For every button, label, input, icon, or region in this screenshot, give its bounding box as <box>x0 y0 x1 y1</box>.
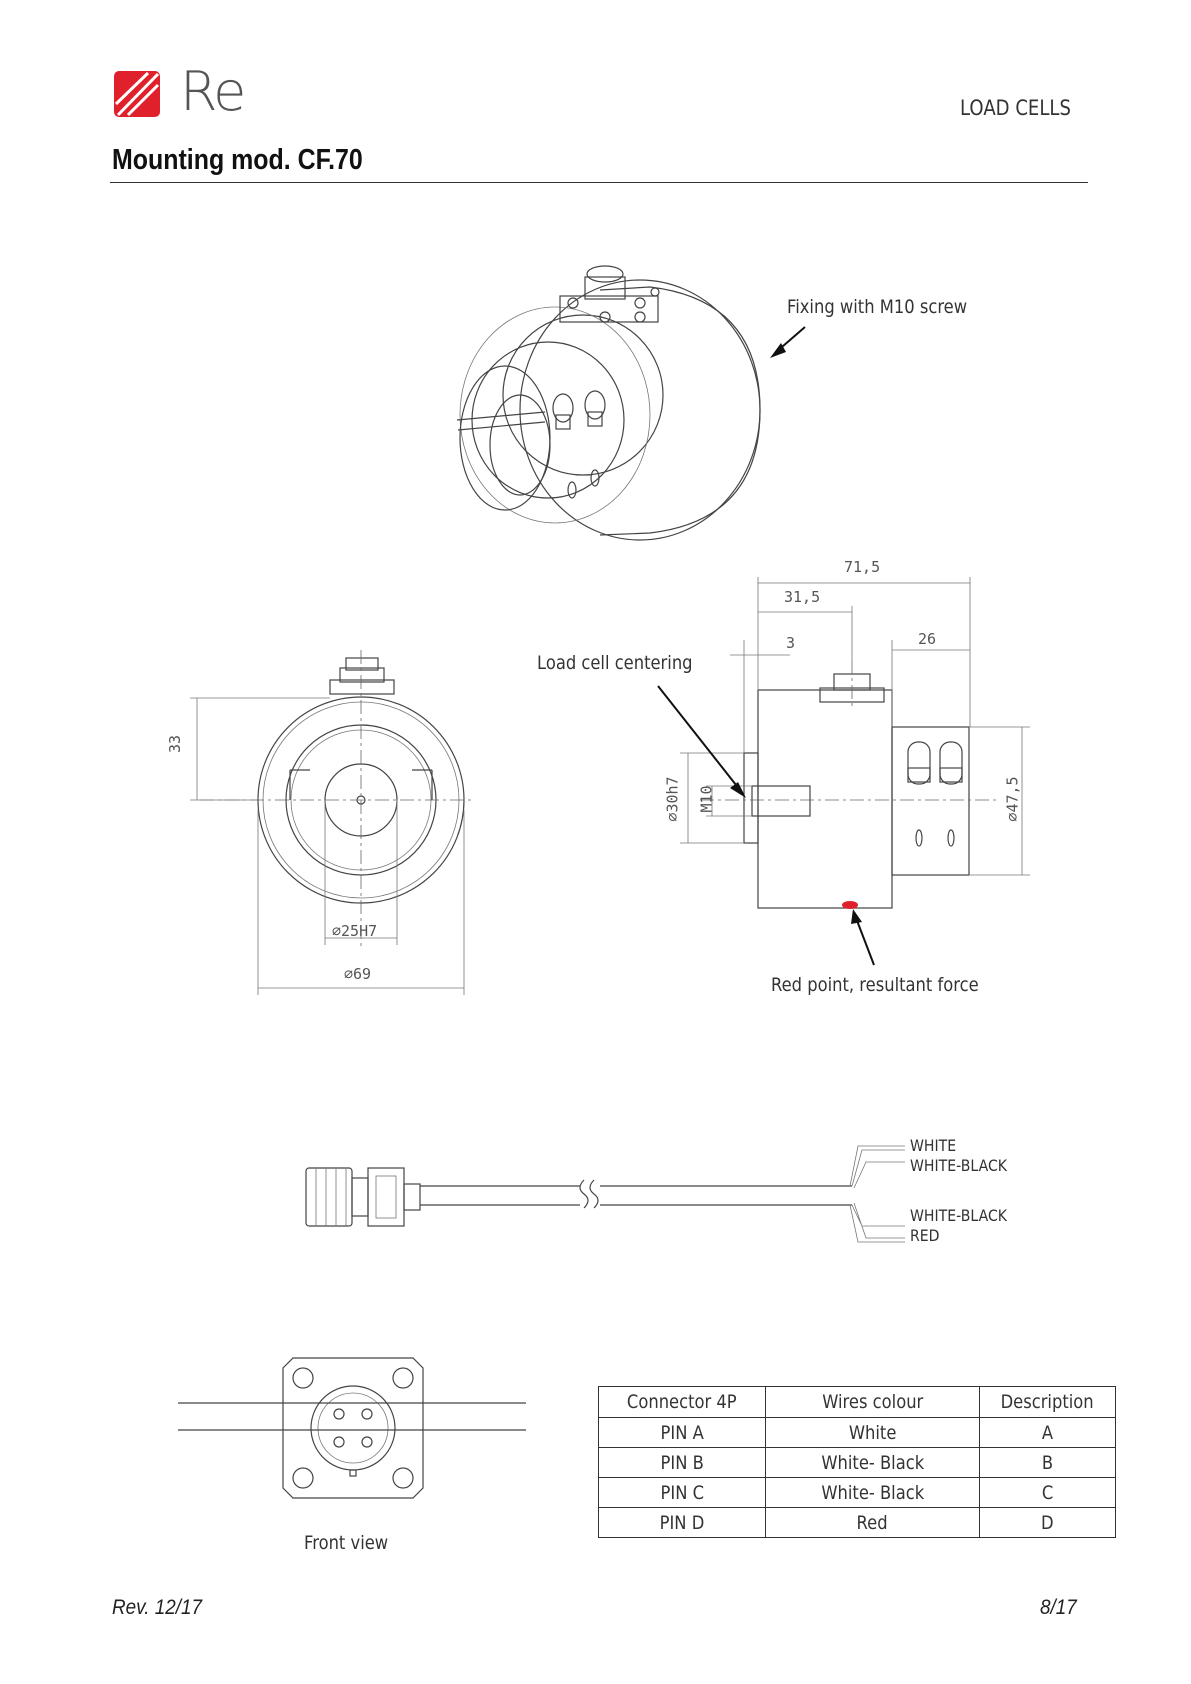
header-wires-colour: Wires colour <box>765 1386 980 1418</box>
table-header-row: Connector 4P Wires colour Description <box>598 1386 1116 1418</box>
section-label: LOAD CELLS <box>960 96 1071 120</box>
table-cell: PIN A <box>598 1417 766 1448</box>
front-view-label: Front view <box>304 1532 389 1554</box>
cable-drawing <box>305 1145 905 1243</box>
header-description: Description <box>979 1386 1116 1418</box>
red-point-note: Red point, resultant force <box>771 974 979 996</box>
dim-length-3: 3 <box>786 634 796 652</box>
dim-height-33: 33 <box>166 734 185 754</box>
table-row: PIN C White- Black C <box>598 1477 1116 1508</box>
table-cell: D <box>979 1507 1116 1538</box>
table-cell: C <box>979 1477 1116 1508</box>
brand-name: Re <box>180 60 246 123</box>
connector-front-view-drawing <box>178 1357 526 1499</box>
revision-label: Rev. 12/17 <box>112 1596 203 1619</box>
table-cell: A <box>979 1417 1116 1448</box>
table-cell: Red <box>765 1507 980 1538</box>
title-rule <box>110 182 1088 183</box>
table-cell: White <box>765 1417 980 1448</box>
iso-view-drawing <box>456 265 761 541</box>
dim-diameter-47: ⌀47,5 <box>1003 776 1022 822</box>
table-row: PIN B White- Black B <box>598 1447 1116 1478</box>
wire-label-1: WHITE <box>910 1136 957 1155</box>
table-cell: PIN B <box>598 1447 766 1478</box>
table-row: PIN D Red D <box>598 1507 1116 1538</box>
dim-length-71: 71,5 <box>844 558 881 576</box>
dim-bore-25: ⌀25H7 <box>332 922 378 940</box>
dim-thread-m10: M10 <box>697 785 716 813</box>
dim-diameter-69: ⌀69 <box>344 965 372 983</box>
pinout-table: Connector 4P Wires colour Description PI… <box>598 1386 1116 1538</box>
wire-label-4: RED <box>910 1226 940 1245</box>
dim-length-31: 31,5 <box>784 588 821 606</box>
page-title: Mounting mod. CF.70 <box>112 144 363 176</box>
table-cell: White- Black <box>765 1477 980 1508</box>
table-cell: White- Black <box>765 1447 980 1478</box>
table-row: PIN A White A <box>598 1417 1116 1448</box>
dim-diameter-30: ⌀30h7 <box>663 776 682 822</box>
page-number: 8/17 <box>1040 1596 1077 1619</box>
wire-label-2: WHITE-BLACK <box>910 1156 1008 1175</box>
front-view-drawing <box>190 650 475 995</box>
dim-length-26: 26 <box>918 630 937 648</box>
table-cell: B <box>979 1447 1116 1478</box>
side-view-drawing <box>657 577 1030 966</box>
centering-note: Load cell centering <box>537 652 693 674</box>
header-connector: Connector 4P <box>598 1386 766 1418</box>
table-cell: PIN D <box>598 1507 766 1538</box>
table-cell: PIN C <box>598 1477 766 1508</box>
wire-label-3: WHITE-BLACK <box>910 1206 1008 1225</box>
fixing-note: Fixing with M10 screw <box>787 296 968 318</box>
